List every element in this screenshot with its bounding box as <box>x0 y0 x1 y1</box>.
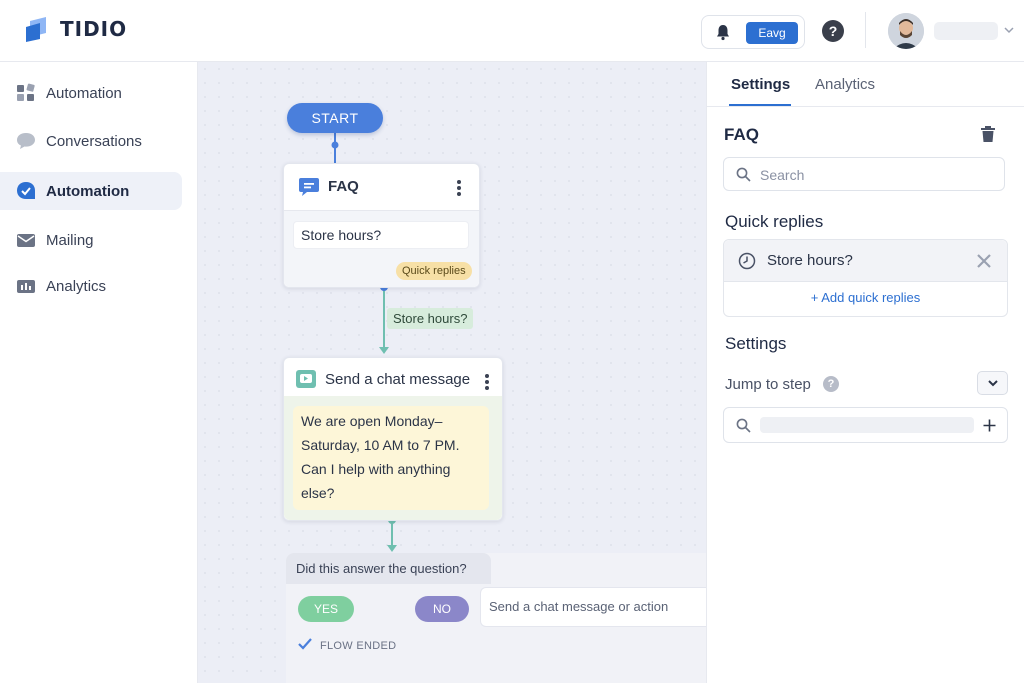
edge-label: Store hours? <box>387 308 474 329</box>
panel-faq-heading: FAQ <box>724 125 759 144</box>
avatar[interactable] <box>888 13 924 49</box>
active-tab-indicator <box>729 104 791 106</box>
chevron-down-icon <box>988 380 998 387</box>
quick-reply-text: Store hours? <box>767 252 853 269</box>
message-node-body: We are open Monday– Saturday, 10 AM to 7… <box>284 396 502 520</box>
message-line: else? <box>301 485 335 501</box>
sidebar-item-conversations[interactable]: Conversations <box>0 122 182 160</box>
username-redacted <box>934 22 998 40</box>
settings-heading: Settings <box>725 334 787 353</box>
tab-analytics[interactable]: Analytics <box>815 76 876 93</box>
add-action-field[interactable]: Send a chat message or action <box>480 587 706 627</box>
header-divider <box>865 12 866 48</box>
panel-tabs: Settings Analytics <box>707 62 1024 107</box>
tidio-logo-icon <box>26 17 46 42</box>
envelope-icon <box>17 234 35 247</box>
add-quick-replies-link[interactable]: + Add quick replies <box>810 290 921 305</box>
sidebar-item-automation-active[interactable]: Automation <box>0 172 182 210</box>
help-icon[interactable]: ? <box>823 376 839 392</box>
user-photo <box>888 13 924 49</box>
help-icon[interactable]: ? <box>822 20 844 42</box>
trash-icon[interactable] <box>980 125 996 143</box>
sidebar-item-automation[interactable]: Automation <box>0 74 182 112</box>
logo-text: TIDIO <box>60 17 128 41</box>
message-line: Saturday, 10 AM to 7 PM. <box>301 437 460 453</box>
faq-node-card[interactable]: FAQ Store hours? Quick replies <box>283 163 480 288</box>
message-bubble[interactable]: We are open Monday– Saturday, 10 AM to 7… <box>293 406 489 510</box>
search-input[interactable] <box>760 164 990 186</box>
search-icon <box>736 167 751 182</box>
tab-settings[interactable]: Settings <box>731 76 791 93</box>
divider <box>284 210 479 211</box>
checkmark-icon <box>298 638 312 650</box>
faq-node-body: Store hours? Quick replies <box>284 211 479 287</box>
start-node[interactable]: START <box>287 103 383 133</box>
kebab-menu-icon[interactable] <box>457 180 461 196</box>
bell-icon[interactable] <box>714 23 732 41</box>
step-value-redacted <box>760 417 974 433</box>
settings-panel: Settings Analytics FAQ Quick replies Sto… <box>706 62 1024 683</box>
yes-branch-button[interactable]: YES <box>298 596 354 622</box>
sidebar-item-label: Automation <box>46 182 130 200</box>
no-branch-button[interactable]: NO <box>415 596 469 622</box>
kebab-menu-icon[interactable] <box>485 374 489 390</box>
faq-chat-icon <box>299 178 319 196</box>
step-search-field[interactable] <box>723 407 1008 443</box>
question-node[interactable]: Did this answer the question? YES NO Sen… <box>286 553 706 683</box>
message-node-card[interactable]: Send a chat message We are open Monday– … <box>283 357 503 521</box>
jump-to-step-label: Jump to step <box>725 376 811 393</box>
search-field[interactable] <box>723 157 1005 191</box>
sidebar: Automation Conversations Automation Mail… <box>0 62 198 683</box>
sidebar-item-label: Automation <box>46 84 122 102</box>
flow-ended-label: FLOW ENDED <box>320 640 397 652</box>
chat-message-icon <box>296 370 316 388</box>
header-actions-group: Eavg <box>701 15 805 49</box>
chevron-down-icon[interactable] <box>1003 24 1015 36</box>
question-title: Did this answer the question? <box>286 553 491 584</box>
bot-icon <box>17 182 35 199</box>
logo[interactable]: TIDIO <box>24 15 127 43</box>
chat-bubble-icon <box>17 133 35 149</box>
save-button[interactable]: Eavg <box>746 22 798 44</box>
search-icon <box>736 418 751 433</box>
sidebar-item-analytics[interactable]: Analytics <box>0 267 182 305</box>
close-icon[interactable] <box>976 253 992 269</box>
plus-icon[interactable] <box>982 418 997 433</box>
faq-node-title: FAQ <box>328 178 359 195</box>
quick-replies-heading: Quick replies <box>725 212 824 231</box>
sidebar-item-label: Mailing <box>46 231 94 249</box>
jump-to-step-dropdown[interactable] <box>977 371 1008 395</box>
widgets-icon <box>17 83 35 101</box>
quick-replies-badge: Quick replies <box>396 262 472 280</box>
clock-icon <box>738 252 756 270</box>
message-node-title: Send a chat message <box>325 371 471 388</box>
sidebar-item-mailing[interactable]: Mailing <box>0 221 182 259</box>
sidebar-item-label: Conversations <box>46 132 142 150</box>
quick-reply-item[interactable]: Store hours? <box>724 240 1007 282</box>
top-header: TIDIO Eavg ? <box>0 0 1024 62</box>
quick-replies-list: Store hours? + Add quick replies <box>723 239 1008 317</box>
faq-question-field[interactable]: Store hours? <box>293 221 469 249</box>
message-line: We are open Monday– <box>301 413 443 429</box>
message-line: Can I help with anything <box>301 461 451 477</box>
sidebar-item-label: Analytics <box>46 277 107 295</box>
analytics-icon <box>17 280 35 293</box>
